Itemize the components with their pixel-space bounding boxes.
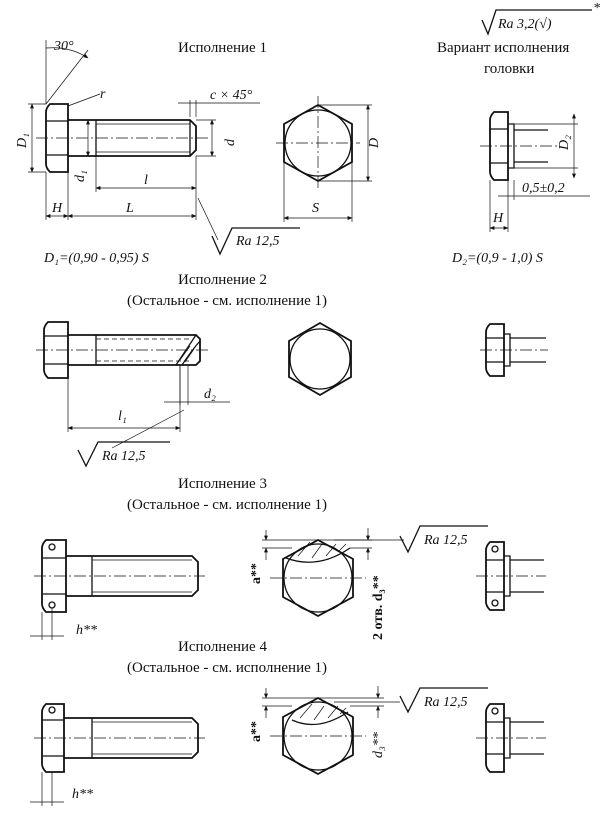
roughness-symbol-v4: Ra 12,5 <box>334 687 488 714</box>
dim-offset: 0,5±0,2 <box>522 181 565 196</box>
dim-H: H <box>51 201 63 216</box>
caption-version-4: Исполнение 4 <box>178 639 267 655</box>
formula-D2: D₂=(0,9 - 1,0) S <box>451 251 543 266</box>
dim-holes-version-3: 2 отв. d₃** <box>371 575 386 640</box>
svg-text:Ra 3,2(√): Ra 3,2(√) <box>497 17 552 32</box>
caption-variant-line1: Вариант исполнения <box>437 40 569 56</box>
svg-text:*: * <box>593 1 600 16</box>
dim-h-version-3: h** <box>76 623 97 638</box>
dim-d3-version-4: d₃** <box>371 732 386 758</box>
bolt-view-version-2: l₁ d₂ Ra 12,5 <box>36 321 230 468</box>
roughness-symbol-v2: Ra 12,5 <box>77 409 185 468</box>
dim-l: l <box>144 173 148 188</box>
caption-version-1: Исполнение 1 <box>178 40 267 56</box>
roughness-symbol-v3: Ra 12,5 <box>334 525 488 554</box>
head-view-version-3 <box>476 541 546 611</box>
roughness-symbol-v1: Ra 12,5 <box>197 197 300 256</box>
dim-S: S <box>312 201 319 216</box>
caption-version-4-sub: (Остальное - см. исполнение 1) <box>127 660 327 676</box>
caption-version-2-sub: (Остальное - см. исполнение 1) <box>127 293 327 309</box>
dim-d1: d₁ <box>73 170 88 182</box>
hex-view-version-3: a** 2 отв. d₃** Ra 12,5 <box>249 525 488 640</box>
svg-text:Ra 12,5: Ra 12,5 <box>235 234 280 249</box>
dim-chamfer: c × 45° <box>210 88 253 103</box>
svg-text:Ra 12,5: Ra 12,5 <box>423 695 468 710</box>
head-view-version-2 <box>480 323 548 377</box>
dim-H-variant: H <box>492 211 504 226</box>
bolt-view-version-3: h** <box>30 539 205 640</box>
svg-text:Ra 12,5: Ra 12,5 <box>101 449 146 464</box>
hex-view-version-4: a** d₃** Ra 12,5 <box>249 686 488 776</box>
caption-version-2: Исполнение 2 <box>178 272 267 288</box>
dim-L: L <box>125 201 134 216</box>
dim-a-version-3: a** <box>249 563 264 584</box>
bolt-view-version-4: h** <box>30 703 205 806</box>
dim-d2: d₂ <box>204 387 216 402</box>
bolt-view-version-1: 30° r c × 45° D₁ d₁ d l H L <box>15 39 300 256</box>
caption-version-3-sub: (Остальное - см. исполнение 1) <box>127 497 327 513</box>
caption-variant-line2: головки <box>484 61 534 77</box>
hex-view-version-1: D S <box>276 96 382 222</box>
caption-version-3: Исполнение 3 <box>178 476 267 492</box>
head-variant-view: D₂ 0,5±0,2 H <box>480 111 590 232</box>
dim-D1: D₁ <box>15 133 30 149</box>
head-view-version-4 <box>476 703 546 773</box>
dim-D2: D₂ <box>557 135 572 151</box>
dim-d: d <box>223 138 238 146</box>
formula-D1: D₁=(0,90 - 0,95) S <box>43 251 149 266</box>
dim-h-version-4: h** <box>72 787 93 802</box>
svg-text:Ra 12,5: Ra 12,5 <box>423 533 468 548</box>
hex-view-version-2 <box>288 321 352 397</box>
dim-r: r <box>100 87 106 102</box>
dim-D: D <box>367 138 382 149</box>
dim-angle: 30° <box>53 39 74 54</box>
dim-a-version-4: a** <box>249 721 264 742</box>
roughness-symbol-global: Ra 3,2(√) * <box>481 1 600 36</box>
dim-l1: l₁ <box>118 409 127 424</box>
